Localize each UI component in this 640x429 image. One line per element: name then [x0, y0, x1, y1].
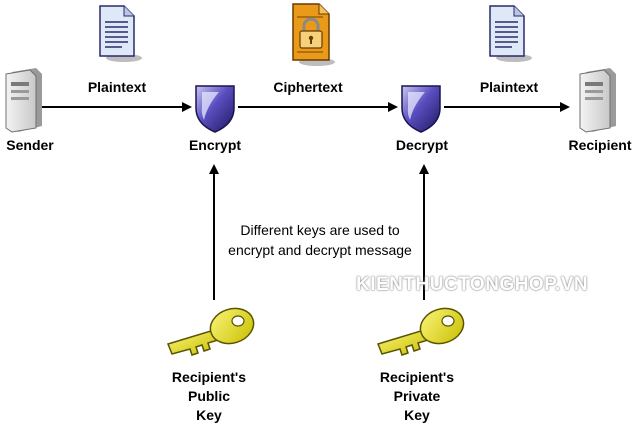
key-icon	[377, 307, 465, 356]
edge-label-plaintext-in: Plaintext	[87, 79, 147, 95]
diagram-note: Different keys are used to encrypt and d…	[200, 220, 440, 260]
document-icon	[99, 5, 142, 62]
node-label-sender: Sender	[6, 137, 54, 153]
caption-line: Key	[404, 407, 430, 423]
caption-line: Private	[393, 388, 441, 404]
note-line: encrypt and decrypt message	[228, 242, 412, 258]
computer-server-icon	[579, 68, 616, 133]
note-line: Different keys are used to	[240, 222, 400, 238]
private-key-caption: Recipient's Private Key	[362, 368, 472, 425]
node-label-decrypt: Decrypt	[395, 137, 449, 153]
shield-icon	[195, 85, 235, 133]
caption-line: Key	[196, 407, 222, 423]
computer-server-icon	[5, 68, 42, 133]
locked-document-icon	[292, 3, 335, 66]
public-key-caption: Recipient's Public Key	[154, 368, 264, 425]
watermark: KIENTHUCTONGHOP.VN	[356, 274, 589, 295]
key-icon	[167, 307, 255, 356]
caption-line: Recipient's	[171, 369, 247, 385]
document-icon	[489, 5, 532, 62]
node-label-encrypt: Encrypt	[188, 137, 242, 153]
edge-label-plaintext-out: Plaintext	[479, 79, 539, 95]
shield-icon	[401, 85, 441, 133]
caption-line: Recipient's	[379, 369, 455, 385]
node-label-recipient: Recipient	[568, 137, 632, 153]
caption-line: Public	[187, 388, 230, 404]
edge-label-ciphertext: Ciphertext	[273, 79, 343, 95]
